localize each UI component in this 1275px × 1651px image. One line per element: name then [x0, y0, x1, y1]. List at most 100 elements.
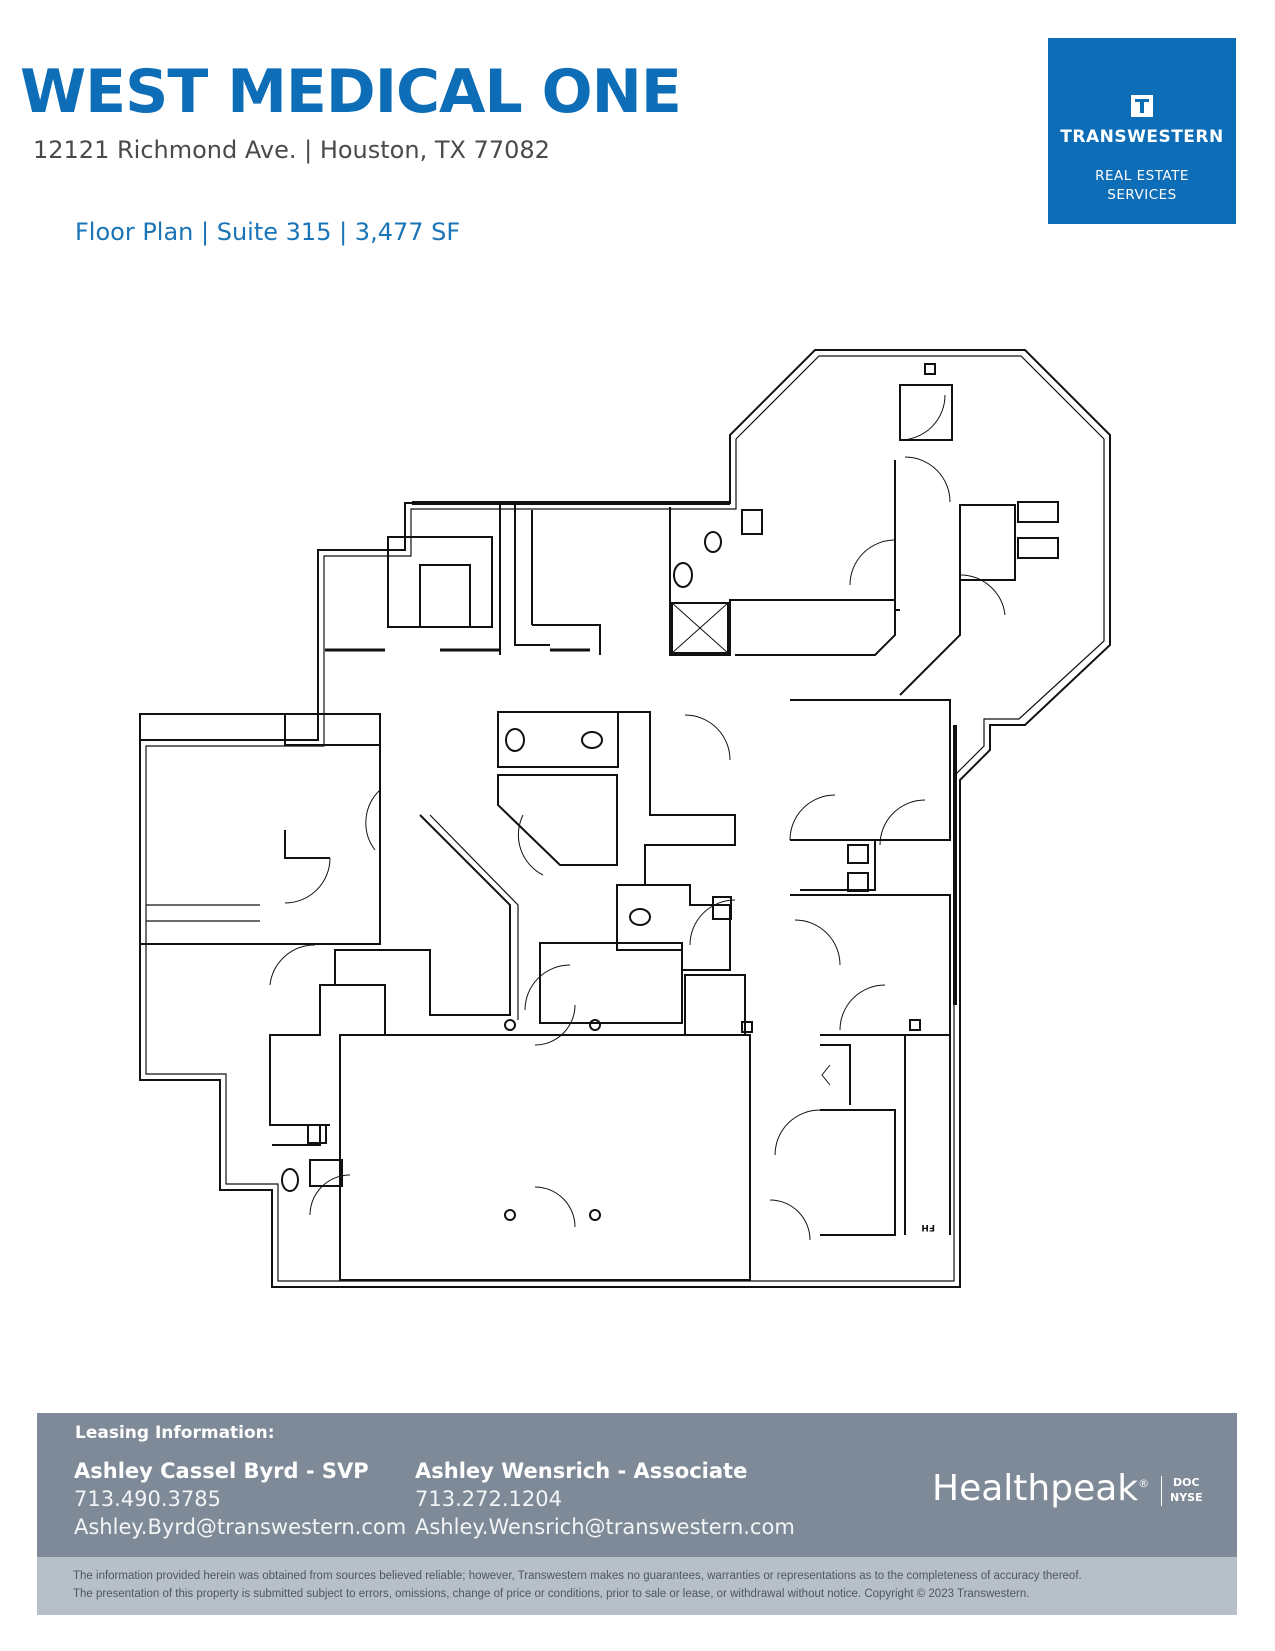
wall-center	[269, 814, 511, 1126]
leasing-label: Leasing Information:	[75, 1423, 275, 1443]
outer-wall	[139, 349, 1111, 1288]
transwestern-t-icon	[1131, 95, 1153, 117]
room	[684, 974, 746, 1036]
contact-email[interactable]: Ashley.Wensrich@transwestern.com	[415, 1515, 795, 1539]
contact-name: Ashley Wensrich - Associate	[415, 1459, 748, 1483]
sink	[309, 1159, 343, 1187]
sink	[712, 896, 732, 920]
leasing-footer: Leasing Information: Ashley Cassel Byrd …	[37, 1413, 1237, 1557]
wall-room	[531, 510, 601, 655]
outer-wall-inner	[145, 355, 1105, 1282]
wall-octagon	[894, 460, 961, 696]
door-swing	[904, 456, 951, 503]
closet-right	[820, 1044, 851, 1105]
door-swing	[269, 944, 316, 986]
property-address: 12121 Richmond Ave. | Houston, TX 77082	[33, 136, 550, 164]
floor-plan-drawing: FH	[130, 345, 1180, 1305]
disclaimer-line: The information provided herein was obta…	[73, 1570, 1082, 1582]
contact-card: Ashley Wensrich - Associate 713.272.1204…	[415, 1457, 795, 1541]
shower-cross	[671, 602, 729, 654]
column	[909, 1019, 921, 1031]
sink-icon	[505, 728, 525, 752]
door-swing	[684, 714, 731, 761]
door-swing	[689, 899, 736, 946]
door-swing	[839, 984, 886, 1031]
door-swing	[309, 1174, 351, 1216]
wall-core	[617, 711, 736, 886]
contact-phone[interactable]: 713.272.1204	[415, 1487, 562, 1511]
brand-divider	[1161, 1476, 1162, 1506]
restroom-core	[497, 711, 619, 768]
counter	[146, 904, 260, 922]
room	[539, 942, 683, 1024]
sink-icon	[673, 562, 693, 588]
door-swing	[794, 919, 841, 966]
door-swing	[849, 539, 896, 586]
column	[504, 1019, 516, 1031]
door-swing	[365, 789, 381, 851]
toilet-icon	[281, 1168, 299, 1192]
logo-sub-line2: SERVICES	[1107, 187, 1177, 203]
room-octagon-mid	[959, 504, 1016, 581]
room-large	[339, 1034, 751, 1281]
contact-email[interactable]: Ashley.Byrd@transwestern.com	[74, 1515, 407, 1539]
ticker-exchange: NYSE	[1170, 1491, 1203, 1504]
door-swing	[879, 799, 926, 846]
door-swing	[534, 1004, 576, 1046]
column	[924, 363, 936, 375]
bath-right	[800, 839, 876, 891]
room-left	[139, 713, 381, 945]
logo-name: TRANSWESTERN	[1060, 127, 1224, 147]
shower	[671, 602, 729, 654]
contact-phone[interactable]: 713.490.3785	[74, 1487, 221, 1511]
column	[741, 1021, 753, 1033]
wall-restroom	[669, 507, 896, 656]
floor-plan-svg: FH	[139, 349, 1111, 1288]
room-right-top	[790, 699, 951, 841]
sink-b	[1017, 537, 1059, 559]
contact-card: Ashley Cassel Byrd - SVP 713.490.3785 As…	[74, 1457, 406, 1541]
bifold-door	[821, 1064, 831, 1086]
wall	[320, 984, 395, 1036]
toilet-tank	[307, 1124, 327, 1144]
fire-hose-label: FH	[921, 1222, 935, 1232]
contact-name: Ashley Cassel Byrd - SVP	[74, 1459, 369, 1483]
page-title: WEST MEDICAL ONE	[20, 57, 682, 127]
column	[589, 1019, 601, 1031]
logo-sub-line1: REAL ESTATE	[1095, 168, 1189, 184]
fixture	[847, 844, 869, 864]
floor-plan-subtitle: Floor Plan | Suite 315 | 3,477 SF	[75, 218, 461, 246]
room-core	[497, 774, 618, 866]
room-core-lower	[616, 884, 731, 971]
toilet-icon	[581, 731, 603, 749]
column	[589, 1209, 601, 1221]
logo-subtitle: REAL ESTATE SERVICES	[1048, 167, 1236, 205]
brand-mark: ®	[1138, 1477, 1150, 1490]
door-swing	[534, 1186, 576, 1228]
door-swing	[789, 794, 836, 841]
wall	[284, 830, 330, 859]
sink-a	[1017, 501, 1059, 523]
disclaimer-line: The presentation of this property is sub…	[73, 1588, 1030, 1600]
wall	[270, 1124, 321, 1146]
corridor-right	[904, 1035, 951, 1235]
stock-ticker: DOC NYSE	[1170, 1475, 1203, 1505]
toilet-icon	[704, 531, 722, 553]
room-octagon-top	[899, 384, 953, 441]
room-right-bottom	[820, 1109, 896, 1236]
door-swing	[517, 814, 544, 876]
wall-center-inner	[429, 814, 519, 1020]
door-swing	[284, 857, 331, 904]
door-swing	[524, 964, 571, 1011]
door-swing	[769, 1199, 811, 1241]
toilet-icon	[629, 908, 651, 926]
room-right-mid	[790, 894, 951, 1036]
fixture	[741, 509, 763, 535]
wall	[284, 714, 380, 746]
wall-corridor	[499, 505, 550, 655]
healthpeak-logo: Healthpeak®	[932, 1468, 1149, 1509]
column	[504, 1209, 516, 1221]
door-swing	[959, 574, 1006, 616]
door-swing	[899, 394, 946, 441]
door-swing	[774, 1109, 821, 1156]
